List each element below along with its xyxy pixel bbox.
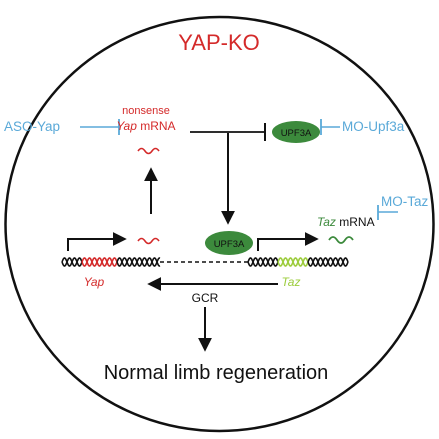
upf3a-protein-dna: [205, 231, 253, 255]
nonsense-yap-mrna-wave-icon: [137, 147, 160, 155]
aso-yap-label: ASO-Yap: [4, 119, 60, 134]
upf3a-top-label: UPF3A: [281, 128, 312, 139]
gcr-label: GCR: [192, 291, 219, 305]
taz-transcription-arrow-icon: [257, 232, 319, 251]
title: YAP-KO: [178, 30, 260, 55]
yap-transcription-arrow-icon: [67, 232, 127, 251]
taz-mrna-label: Taz mRNA: [317, 215, 375, 229]
yap-gene-label: Yap: [84, 275, 105, 289]
upf3a-dna-label: UPF3A: [214, 239, 245, 250]
nonsense-label: nonsense: [122, 105, 170, 117]
upf3a-inhibits-mrna-icon: [190, 123, 266, 141]
outcome-label: Normal limb regeneration: [104, 362, 329, 384]
taz-gene-dna: [247, 257, 349, 267]
taz-mrna-wave-icon: [328, 236, 354, 244]
mo-taz-label: MO-Taz: [381, 194, 429, 209]
upf3a-protein-top: [272, 121, 320, 143]
mo-upf3a-label: MO-Upf3a: [342, 119, 405, 134]
aso-yap-inhibition-icon: [80, 119, 120, 135]
yap-mrna-label: Yap mRNA: [116, 119, 175, 133]
mo-taz-inhibition-icon: [377, 205, 398, 220]
taz-gene-label: Taz: [282, 275, 301, 289]
cell-boundary: [4, 15, 435, 433]
mo-upf3a-inhibition-icon: [320, 119, 340, 135]
yap-gene-dna: [61, 257, 161, 267]
yap-transcript-wave-icon: [137, 237, 160, 245]
